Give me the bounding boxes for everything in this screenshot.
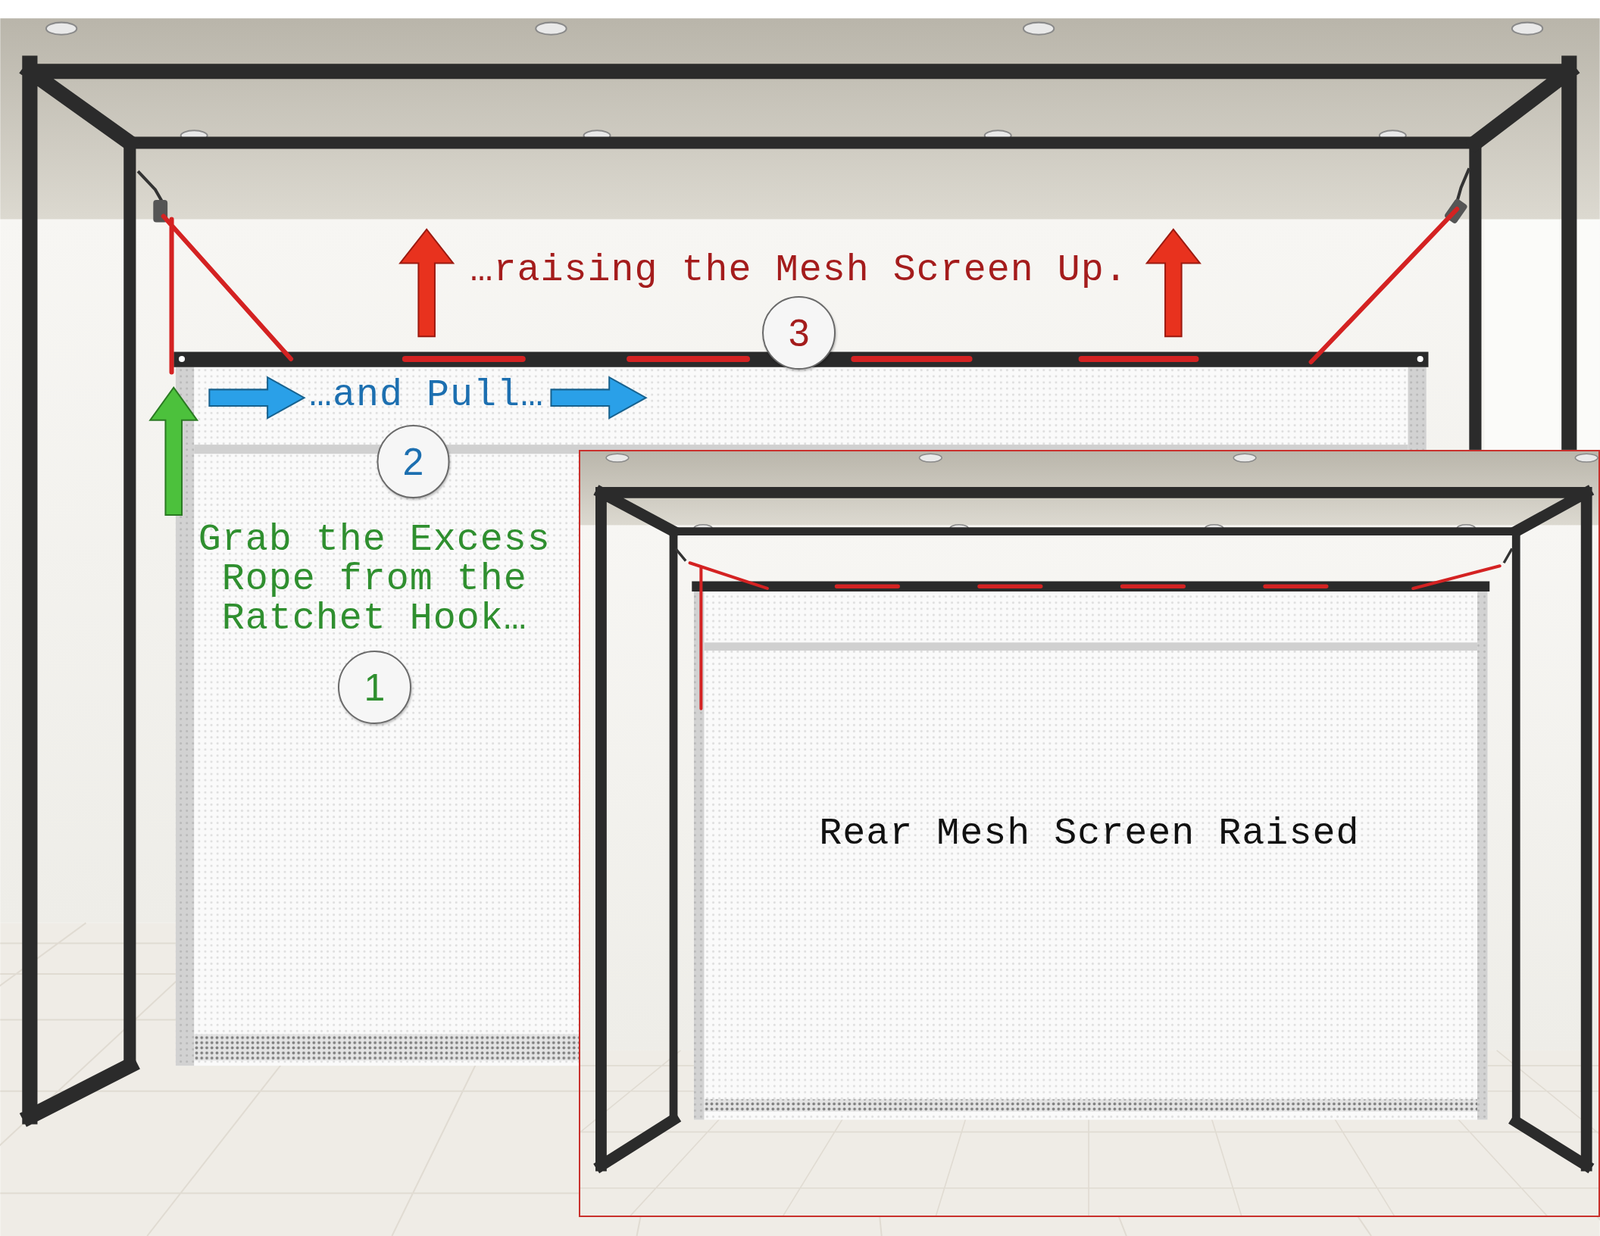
inset-text: Rear Mesh Screen Raised: [818, 812, 1360, 856]
downlight: [46, 22, 77, 35]
callout-circle: 1: [337, 650, 412, 725]
downlight: [1023, 22, 1054, 35]
callout-number: 2: [403, 443, 425, 482]
rope: [163, 209, 1457, 372]
downlight: [1233, 453, 1257, 463]
downlight: [1512, 22, 1543, 35]
screen-top-bar: [691, 581, 1490, 592]
rope-lacing: [836, 584, 1326, 589]
downlight: [1575, 453, 1598, 463]
step-callout: …and Pull… 2: [258, 375, 595, 499]
step-text: …raising the Mesh Screen Up.: [441, 250, 1157, 291]
step-callout: Grab the Excess Rope from the Ratchet Ho…: [190, 520, 559, 725]
mesh-bottom-strip: [703, 1100, 1478, 1113]
downlight: [535, 22, 566, 35]
inset-scene: [578, 450, 1600, 1218]
back-frame: [673, 531, 1516, 1123]
up-arrow: [150, 387, 197, 516]
right-arrow: [209, 377, 304, 419]
step-text: …and Pull…: [258, 375, 595, 416]
step-callout: …raising the Mesh Screen Up. 3: [441, 250, 1157, 370]
callout-number: 1: [363, 668, 385, 707]
callout-circle: 2: [376, 425, 450, 499]
up-arrow: [1146, 229, 1200, 337]
inset-background: [578, 450, 1600, 1218]
up-arrow: [400, 229, 454, 337]
right-arrow: [550, 377, 646, 419]
ceiling: [0, 18, 1600, 219]
front-frame: [29, 62, 1569, 1122]
ratchet-hook: [137, 168, 1469, 204]
callout-number: 3: [788, 314, 810, 353]
mesh-border: [1477, 591, 1488, 1121]
front-frame: [600, 492, 1587, 1166]
downlight: [606, 453, 629, 463]
grommet: [178, 356, 185, 363]
rope: [690, 562, 1500, 710]
callout-circle: 3: [762, 296, 836, 370]
step-text: Grab the Excess Rope from the Ratchet Ho…: [190, 520, 559, 639]
ratchet-hook: [675, 548, 1513, 563]
downlight: [919, 453, 943, 463]
mesh-screen: [693, 591, 1488, 1121]
downlights: [46, 22, 1543, 141]
mesh-seam: [703, 642, 1478, 651]
grommet: [1417, 356, 1424, 363]
inset-panel: Rear Mesh Screen Raised: [578, 450, 1600, 1218]
